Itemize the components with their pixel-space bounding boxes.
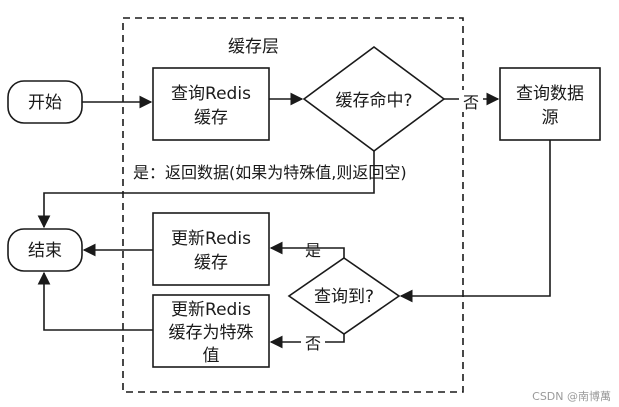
update-special-line-3: 值	[203, 346, 220, 366]
query-source-line-2: 源	[542, 108, 559, 128]
found-decision: 查询到?	[287, 257, 401, 335]
end-node: 结束	[7, 228, 83, 272]
start-node: 开始	[7, 80, 83, 124]
edge-found-yes	[269, 241, 345, 258]
cache-layer-boundary	[122, 17, 464, 393]
query-redis-line-1: 查询Redis	[171, 84, 251, 104]
start-label: 开始	[28, 93, 62, 113]
edge-label-bg	[459, 90, 483, 112]
update-redis-line-2: 缓存	[194, 253, 228, 273]
found-no-label: 否	[305, 334, 321, 353]
watermark: CSDN @南博萬	[532, 390, 611, 403]
cache-layer-label: 缓存层	[228, 37, 279, 57]
cache-hit-label: 缓存命中?	[335, 91, 412, 111]
update-special-node: 更新Redis 缓存为特殊 值	[152, 294, 270, 368]
query-redis-line-2: 缓存	[194, 108, 228, 128]
edge-found-no	[269, 334, 345, 349]
update-special-line-2: 缓存为特殊	[169, 323, 254, 343]
cache-hit-return-label: 是：返回数据(如果为特殊值,则返回空)	[133, 163, 407, 182]
update-redis-line-1: 更新Redis	[171, 229, 251, 249]
edge-label-bg	[301, 333, 325, 353]
cache-hit-decision: 缓存命中?	[302, 46, 446, 152]
edge-source-to-found	[399, 140, 551, 303]
update-special-line-1: 更新Redis	[171, 300, 251, 320]
query-source-line-1: 查询数据	[516, 84, 584, 104]
edge-update-special-to-end	[37, 271, 153, 331]
found-yes-label: 是	[305, 241, 321, 260]
end-label: 结束	[28, 241, 62, 261]
edge-cache-hit-to-end	[37, 151, 375, 229]
update-redis-node: 更新Redis 缓存	[152, 212, 270, 286]
cache-miss-label: 否	[463, 93, 479, 112]
query-redis-node: 查询Redis 缓存	[152, 67, 270, 141]
query-source-node: 查询数据 源	[499, 67, 601, 141]
found-label: 查询到?	[314, 287, 374, 307]
